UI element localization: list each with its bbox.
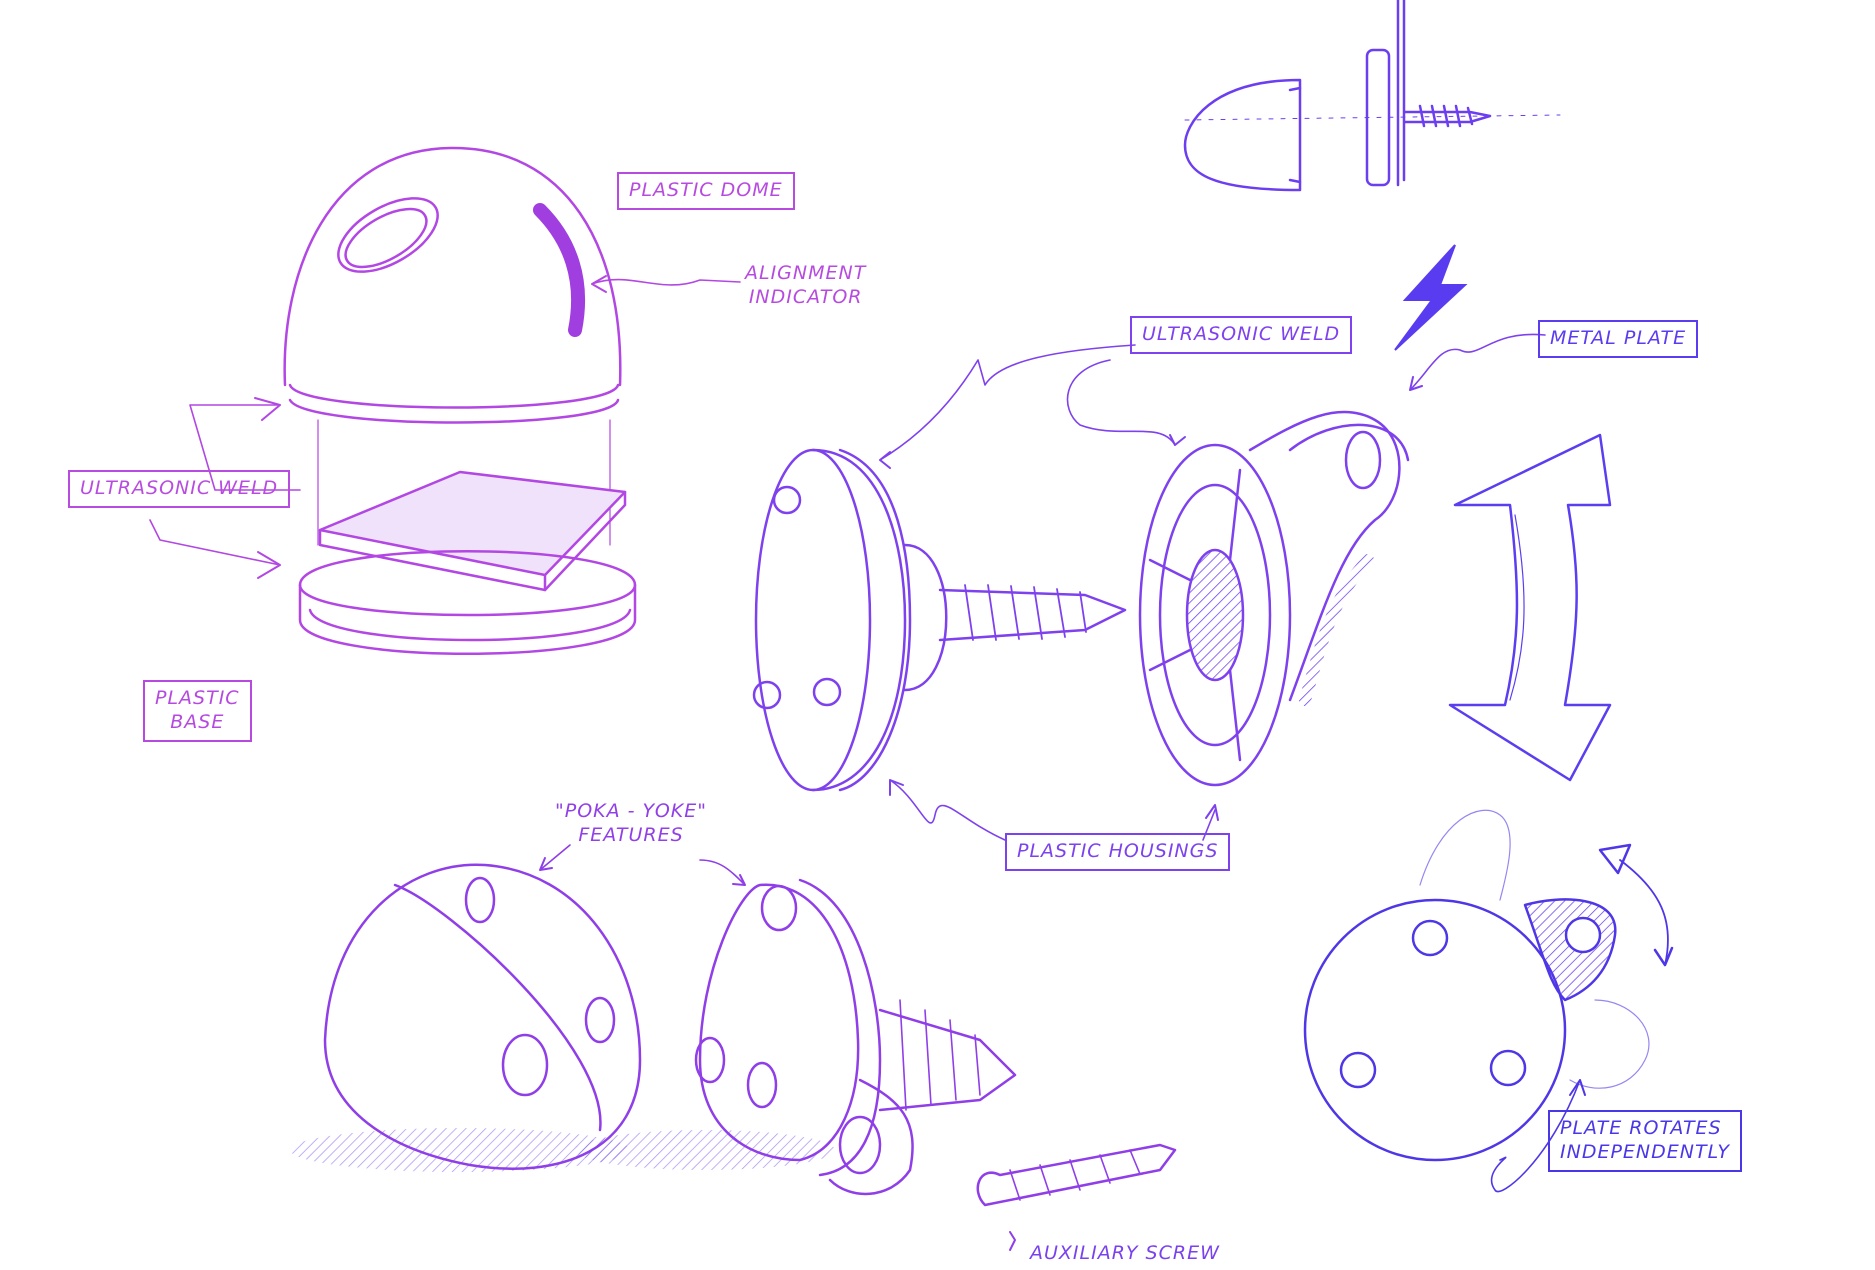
screw-collar — [903, 543, 948, 692]
plate-disc — [1303, 898, 1567, 1162]
plate-leader — [1409, 333, 1546, 391]
label-plate-rotates-independently: PLATE ROTATES INDEPENDENTLY — [1548, 1110, 1742, 1172]
label-ultrasonic-weld-left: ULTRASONIC WELD — [68, 470, 291, 508]
label-poka-line1: "POKA - YOKE" — [555, 800, 707, 822]
dome-assembly-sketch — [149, 146, 741, 655]
label-plastic-dome: PLASTIC DOME — [617, 172, 795, 210]
label-plate-rotates-line2: INDEPENDENTLY — [1560, 1140, 1730, 1163]
label-plastic-base-line2: BASE — [170, 710, 225, 733]
label-plastic-base: PLASTIC BASE — [143, 680, 252, 742]
aux-screw-leader — [1009, 1231, 1016, 1251]
label-plastic-housings: PLASTIC HOUSINGS — [1005, 833, 1231, 871]
aux-screw — [976, 1143, 1177, 1207]
label-poka-yoke-features: "POKA - YOKE" FEATURES — [555, 800, 707, 848]
plastic-base — [298, 550, 637, 617]
rotating-plate-sketch — [1303, 809, 1674, 1193]
dome-shell — [283, 146, 622, 387]
rotate-arc — [1619, 859, 1669, 966]
poka-yoke-sketch — [290, 844, 1177, 1251]
side-view-dome — [1183, 78, 1302, 192]
label-poka-line2: FEATURES — [578, 823, 684, 846]
label-alignment-line2: INDICATOR — [748, 285, 863, 308]
tab-half — [828, 1078, 914, 1196]
housing-exploded-sketch — [752, 333, 1546, 841]
housing-half — [698, 883, 860, 1162]
label-alignment-indicator: ALIGNMENT INDICATOR — [745, 262, 866, 310]
poka-leader-left — [539, 844, 571, 871]
lightning-icon — [1394, 244, 1468, 351]
label-plate-rotates-line1: PLATE ROTATES — [1560, 1117, 1722, 1139]
housing-leader-right — [1202, 809, 1216, 841]
label-alignment-line1: ALIGNMENT — [745, 262, 867, 284]
label-plastic-base-line1: PLASTIC — [155, 687, 240, 709]
weld-leader-right — [1066, 359, 1176, 446]
weld-arrow-top — [189, 404, 301, 491]
label-metal-plate: METAL PLATE — [1538, 320, 1699, 358]
rotate-leader — [1490, 1079, 1581, 1193]
alignment-leader — [591, 278, 741, 286]
poka-leader-right — [699, 859, 746, 886]
alignment-indicator-slot — [533, 203, 585, 337]
housing-leader-left — [889, 779, 1006, 841]
side-view-sketch — [1183, 0, 1561, 192]
rotation-arrow — [1448, 433, 1612, 782]
label-ultrasonic-weld-center: ULTRASONIC WELD — [1130, 316, 1353, 354]
metal-plate-tab — [1248, 410, 1401, 702]
dome-half — [323, 863, 642, 1170]
weld-arrow-bottom — [149, 519, 281, 566]
screw-shank — [938, 588, 1127, 642]
label-auxiliary-screw: AUXILIARY SCREW — [1030, 1242, 1220, 1264]
dome-hole — [337, 197, 439, 273]
rear-housing — [1138, 443, 1292, 787]
weld-leader-left — [879, 344, 1136, 461]
